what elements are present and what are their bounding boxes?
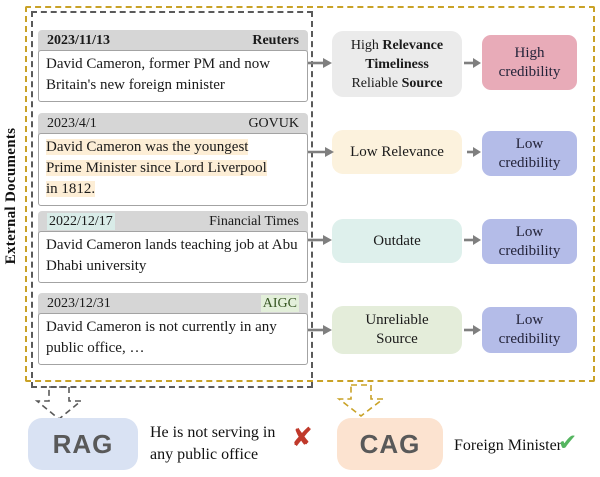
- document-card-header: 2023/11/13 Reuters: [38, 30, 308, 53]
- document-card-reuters: 2023/11/13 Reuters David Cameron, former…: [38, 30, 308, 102]
- credibility-line: High: [514, 44, 545, 61]
- document-source: AIGC: [260, 295, 299, 312]
- dashed-arrow-to-rag: [34, 386, 84, 421]
- external-documents-label: External Documents: [3, 127, 19, 265]
- document-card-govuk: 2023/4/1 GOVUK David Cameron was the you…: [38, 113, 308, 206]
- credibility-line: Low: [515, 312, 544, 328]
- assessment-line: Timeliness: [365, 56, 429, 72]
- credibility-line: credibility: [498, 63, 561, 80]
- dashed-arrow-to-cag: [336, 384, 386, 418]
- document-source: GOVUK: [248, 116, 299, 131]
- cag-box: CAG: [337, 418, 443, 470]
- credibility-low-3: Low credibility: [482, 307, 577, 353]
- assessment-line: Reliable Source: [351, 75, 443, 91]
- assessment-line: Unreliable: [365, 312, 429, 328]
- document-date: 2023/12/31: [47, 296, 111, 311]
- document-text: David Cameron, former PM and now Britain…: [38, 50, 308, 102]
- credibility-low-2: Low credibility: [482, 219, 577, 264]
- assessment-low-relevance: Low Relevance: [332, 130, 462, 174]
- document-card-financial-times: 2022/12/17 Financial Times David Cameron…: [38, 211, 308, 283]
- document-text: David Cameron is not currently in any pu…: [38, 313, 308, 365]
- document-source: Reuters: [252, 33, 299, 48]
- rag-output-line: any public office: [150, 446, 259, 463]
- document-text: David Cameron was the youngest Prime Min…: [38, 133, 308, 206]
- cag-output-text: Foreign Minister: [454, 437, 562, 454]
- document-date: 2022/12/17: [47, 213, 115, 230]
- rag-box: RAG: [28, 418, 138, 470]
- document-card-header: 2023/12/31 AIGC: [38, 293, 308, 316]
- assessment-unreliable-source: Unreliable Source: [332, 306, 462, 354]
- wrong-mark-icon: ✘: [291, 423, 313, 453]
- highlighted-line: David Cameron was the youngest: [46, 139, 249, 155]
- document-card-header: 2022/12/17 Financial Times: [38, 211, 308, 234]
- highlighted-line: in 1812.: [46, 181, 96, 197]
- credibility-line: credibility: [498, 154, 561, 171]
- assessment-line: High Relevance: [350, 37, 444, 53]
- document-date: 2023/11/13: [47, 33, 111, 48]
- document-source: Financial Times: [209, 214, 299, 229]
- highlighted-line: Prime Minister since Lord Liverpool: [46, 160, 267, 176]
- document-card-aigc: 2023/12/31 AIGC David Cameron is not cur…: [38, 293, 308, 365]
- document-text: David Cameron lands teaching job at Abu …: [38, 231, 308, 283]
- rag-output-line: He is not serving in: [150, 424, 276, 441]
- document-date: 2023/4/1: [47, 116, 97, 131]
- credibility-line: Low: [515, 223, 544, 240]
- credibility-line: credibility: [498, 331, 561, 347]
- credibility-high: High credibility: [482, 35, 577, 90]
- rag-output-text: He is not serving in any public office: [150, 422, 275, 466]
- credibility-low-1: Low credibility: [482, 131, 577, 176]
- correct-mark-icon: ✔: [558, 430, 578, 456]
- external-documents-border: [31, 11, 313, 388]
- document-card-header: 2023/4/1 GOVUK: [38, 113, 308, 136]
- credibility-line: credibility: [498, 242, 561, 259]
- assessment-outdate: Outdate: [332, 219, 462, 263]
- outer-dashed-border: [25, 6, 595, 382]
- assessment-line: Source: [376, 331, 418, 347]
- assessment-high-relevance: High Relevance Timeliness Reliable Sourc…: [332, 31, 462, 97]
- credibility-line: Low: [515, 135, 544, 152]
